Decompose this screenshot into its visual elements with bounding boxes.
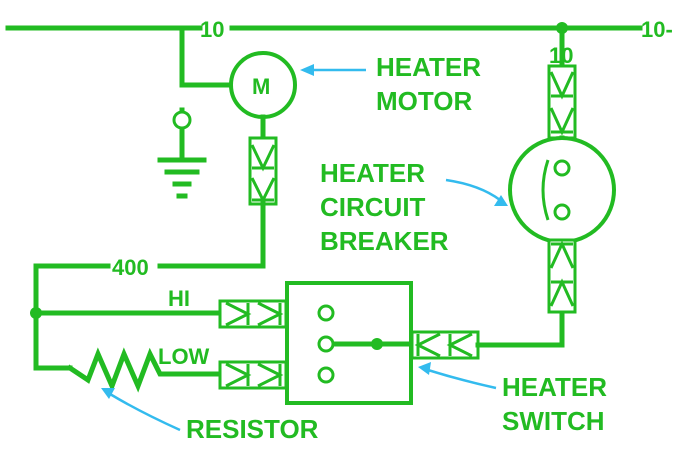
wire-label-10-breaker: 10 <box>549 43 573 68</box>
switch-label-1: HEATER <box>502 372 607 402</box>
motor-symbol: M <box>252 74 270 99</box>
heater-switch <box>285 281 414 405</box>
switch-output-connector <box>410 309 565 360</box>
motor-callout-arrow <box>300 64 366 76</box>
wire-label-10-left: 10 <box>200 17 224 42</box>
hi-label: HI <box>168 286 190 311</box>
wire-label-400: 400 <box>112 255 149 280</box>
switch-callout-arrow <box>418 362 497 390</box>
breaker-label-3: BREAKER <box>320 226 449 256</box>
wire-label-10-right: 10- <box>641 17 673 42</box>
resistor-label: RESISTOR <box>186 414 319 444</box>
motor-connector <box>248 114 278 269</box>
low-label: LOW <box>158 344 210 369</box>
breaker-feed-wire <box>547 25 577 151</box>
breaker-callout-arrow <box>445 178 508 206</box>
heater-motor-label-2: MOTOR <box>376 86 473 116</box>
breaker-label-2: CIRCUIT <box>320 192 426 222</box>
switch-label-2: SWITCH <box>502 406 605 436</box>
breaker-lower-connector <box>547 238 577 314</box>
low-wire <box>33 310 288 393</box>
hi-wire <box>33 299 288 329</box>
heater-circuit-breaker <box>508 136 616 251</box>
motor-feed-wire <box>179 25 233 88</box>
resistor-callout-arrow <box>101 388 181 432</box>
heater-motor-label-1: HEATER <box>376 52 481 82</box>
top-bus-wire <box>5 22 643 34</box>
wire-400 <box>33 263 266 315</box>
breaker-label-1: HEATER <box>320 158 425 188</box>
ground-icon <box>157 107 207 199</box>
